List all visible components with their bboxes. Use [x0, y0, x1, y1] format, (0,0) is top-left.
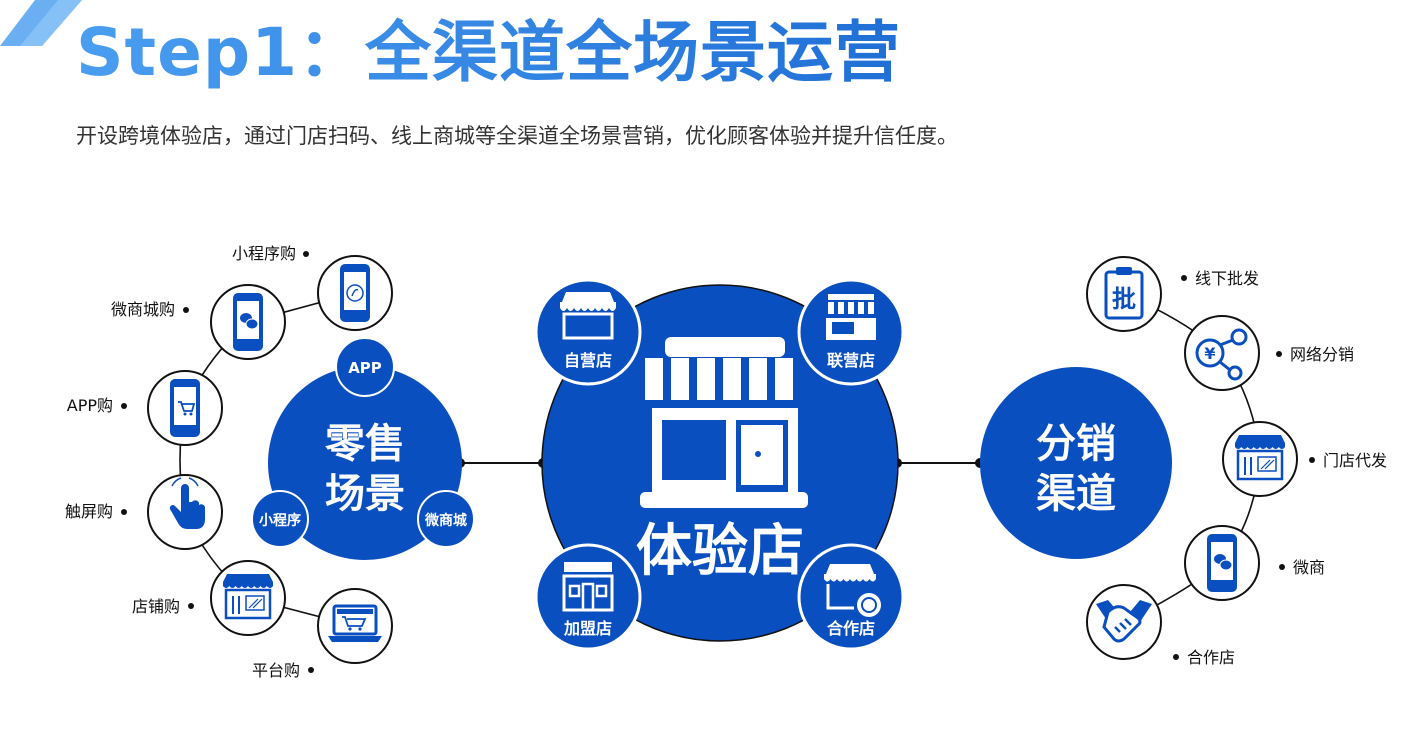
- phone-miniprogram-icon: [340, 264, 370, 322]
- hand-touch-icon: [169, 477, 205, 529]
- retail-item-app: APP购: [67, 370, 223, 446]
- phone-wechat-icon: [1207, 534, 1237, 592]
- storefront-icon: [223, 574, 273, 620]
- distribution-item-label: 线下批发: [1195, 269, 1259, 288]
- storefront-icon: [1235, 435, 1285, 481]
- retail-item-label: 微商城购: [111, 300, 175, 319]
- page-subtitle: 开设跨境体验店，通过门店扫码、线上商城等全渠道全场景营销，优化顾客体验并提升信任…: [76, 124, 958, 148]
- store-type-self-operated: 自营店: [534, 278, 642, 386]
- store-building-icon: [640, 337, 808, 508]
- handshake-icon: [1096, 600, 1152, 643]
- retail-sub-wechat-mall-bubble: [417, 490, 475, 548]
- store-type-partner: 合作店: [797, 543, 905, 651]
- retail-sub-miniprogram-bubble: [251, 490, 309, 548]
- page-title: Step1：全渠道全场景运营: [76, 8, 901, 98]
- corner-decoration: [0, 0, 82, 46]
- laptop-cart-icon: [328, 604, 382, 642]
- svg-text:¥: ¥: [1204, 344, 1215, 363]
- experience-store-group: 体验店 自营店 联营店: [534, 278, 905, 651]
- retail-sub-wechat-mall-label: 微商城: [424, 512, 467, 529]
- distribution-item-wholesale: 批 线下批发: [1086, 256, 1259, 332]
- store-type-joint: 联营店: [797, 278, 905, 386]
- store-type-franchise: 加盟店: [534, 543, 642, 651]
- distribution-group: 分销 渠道 批 线下批发 ¥ 网络分销: [980, 256, 1387, 667]
- distribution-item-label: 网络分销: [1290, 345, 1354, 364]
- retail-item-miniprogram: 小程序购: [232, 244, 393, 331]
- retail-item-label: 店铺购: [132, 597, 180, 616]
- awning-store-icon: [560, 292, 616, 340]
- distribution-title-line1: 分销: [1036, 421, 1116, 467]
- distribution-item-label: 门店代发: [1323, 451, 1387, 470]
- retail-item-touch: 触屏购: [65, 474, 223, 550]
- retail-scene-title-line1: 零售: [325, 421, 405, 467]
- retail-item-wechat-mall: 微商城购: [111, 284, 286, 360]
- retail-scene-group: 零售 场景 APP 小程序 微商城 小程序购: [65, 244, 475, 680]
- network-yuan-icon: ¥: [1195, 328, 1248, 381]
- distribution-title-line2: 渠道: [1036, 471, 1116, 517]
- wholesale-icon: 批: [1104, 267, 1144, 320]
- retail-scene-hub: [268, 366, 462, 560]
- phone-cart-icon: [170, 379, 200, 437]
- retail-item-shop: 店铺购: [132, 560, 286, 636]
- distribution-item-label: 微商: [1293, 558, 1325, 577]
- retail-item-label: 小程序购: [232, 244, 296, 263]
- experience-store-title: 体验店: [636, 519, 804, 584]
- kiosk-store-icon: [826, 294, 876, 340]
- store-type-label: 自营店: [564, 351, 612, 370]
- store-type-label: 加盟店: [563, 619, 612, 638]
- phone-wechat-icon: [233, 293, 263, 351]
- distribution-item-label: 合作店: [1187, 648, 1235, 667]
- franchise-store-icon: [562, 562, 614, 612]
- retail-scene-title-line2: 场景: [325, 471, 405, 517]
- retail-sub-app-label: APP: [348, 359, 382, 377]
- retail-sub-miniprogram-label: 小程序: [259, 512, 301, 529]
- retail-item-platform: 平台购: [252, 588, 393, 680]
- distribution-hub: [980, 367, 1172, 559]
- distribution-item-partner: 合作店: [1086, 584, 1235, 667]
- distribution-item-store-dropship: 门店代发: [1222, 421, 1387, 497]
- distribution-item-network: ¥ 网络分销: [1184, 315, 1354, 391]
- distribution-item-wechat-business: 微商: [1184, 525, 1325, 601]
- retail-sub-app-bubble: [335, 337, 395, 397]
- store-type-label: 合作店: [827, 619, 875, 638]
- retail-item-label: APP购: [67, 396, 113, 415]
- retail-item-label: 触屏购: [65, 502, 113, 521]
- partner-store-icon: [824, 564, 881, 617]
- store-type-label: 联营店: [827, 351, 875, 370]
- svg-text:批: 批: [1112, 285, 1136, 313]
- retail-item-label: 平台购: [252, 661, 300, 680]
